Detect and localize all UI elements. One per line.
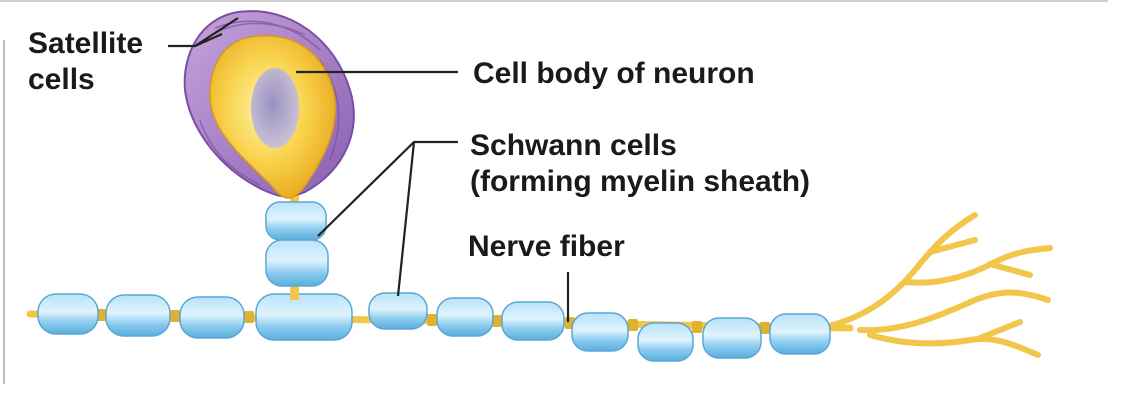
label-schwann-line-2: (forming myelin sheath) <box>470 165 811 198</box>
leader-lines <box>168 17 570 322</box>
label-satellite-line-1: Satellite <box>28 27 144 60</box>
label-schwann-cells: Schwann cells (forming myelin sheath) <box>470 128 810 200</box>
schwann-cells-stem <box>265 201 329 287</box>
label-schwann-line-1: Schwann cells <box>470 129 677 162</box>
nucleus-shape <box>251 68 299 148</box>
axon-terminal-branches <box>817 212 1053 358</box>
leader-schwann-fiber <box>396 141 416 297</box>
label-cell-body: Cell body of neuron <box>473 57 755 90</box>
leader-satellite-2 <box>194 32 223 48</box>
label-nerve-fiber: Nerve fiber <box>468 230 625 263</box>
label-satellite-line-2: cells <box>28 63 95 96</box>
label-satellite-cells: Satellite cells <box>28 26 143 98</box>
schwann-cells-fiber <box>37 292 831 362</box>
